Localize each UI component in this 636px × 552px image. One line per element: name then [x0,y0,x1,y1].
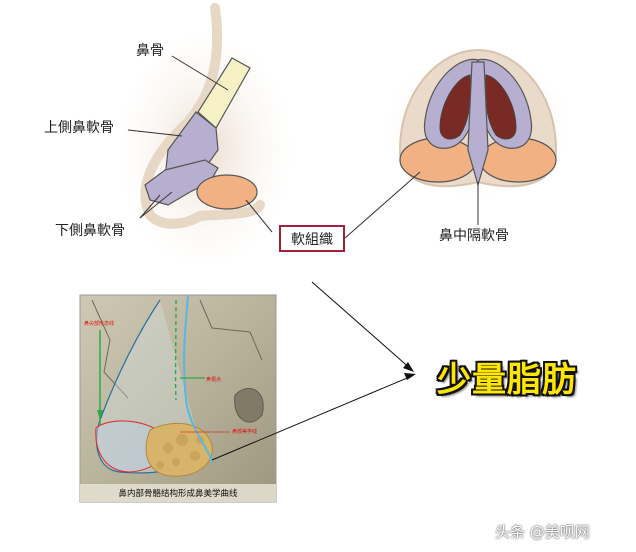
label-soft-tissue: 軟組織 [279,225,345,252]
photo-annotation-aesthetic-line: 鼻部美学线 [232,429,258,435]
base-view-nose [344,48,568,239]
septal-cartilage-shape [467,61,489,188]
callout-arrows [211,281,416,461]
soft-tissue-shape [196,174,258,210]
label-nasal-bone: 鼻骨 [136,43,164,59]
callout-small-fat: 少量脂肪 [437,360,577,400]
label-lower-lateral-cartilage: 下側鼻軟骨 [55,223,125,239]
photo-caption: 鼻内部骨骼结构形成鼻美学曲线 [118,489,238,499]
side-view-nose [120,3,290,265]
anatomy-photo [79,294,277,503]
label-septal-cartilage: 鼻中隔軟骨 [439,228,509,244]
lower-lateral-cartilage-shape [144,159,219,206]
photo-annotation-nasion: 鼻根点 [206,377,222,383]
photo-annotation-tip-line: 鼻尖部形态线 [84,321,115,327]
watermark: 头条 @美呗网 [495,523,590,541]
label-upper-lateral-cartilage: 上側鼻軟骨 [44,120,114,136]
